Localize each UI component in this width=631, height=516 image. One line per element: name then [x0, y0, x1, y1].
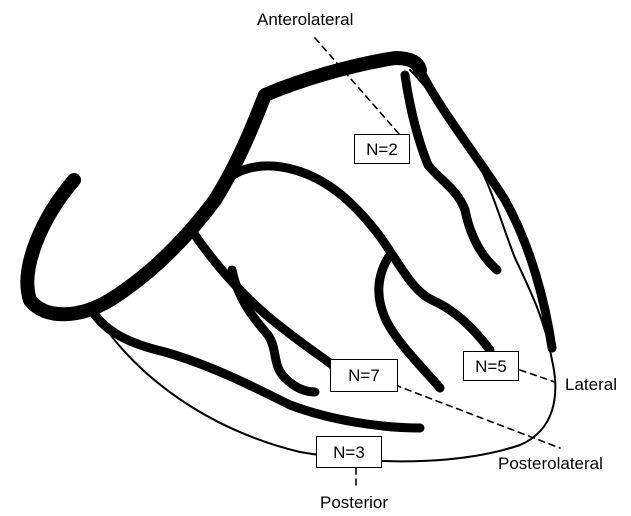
lateral-dash-line	[520, 370, 555, 382]
mid-branch-1	[190, 228, 348, 378]
label-anterolateral: Anterolateral	[257, 11, 353, 28]
label-lateral: Lateral	[565, 376, 617, 393]
count-anterolateral: N=2	[354, 134, 410, 164]
count-posterolateral: N=7	[330, 359, 398, 392]
label-posterior: Posterior	[320, 494, 388, 511]
count-posterior: N=3	[316, 436, 382, 468]
label-posterolateral: Posterolateral	[498, 455, 603, 472]
count-lateral: N=5	[463, 351, 519, 381]
posterolateral-dash-line	[395, 385, 560, 448]
